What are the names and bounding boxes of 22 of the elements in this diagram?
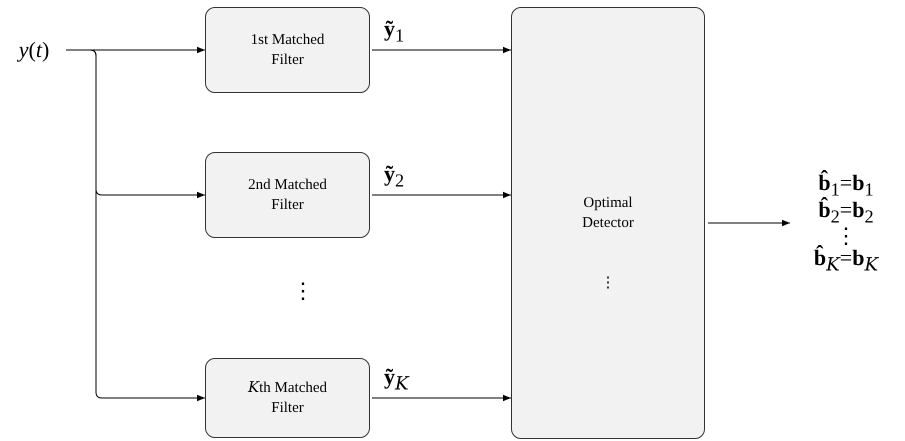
process-box [205,152,370,238]
arrow [708,220,790,226]
process-box [205,358,370,438]
edge-label: ỹ$_{1}$ [384,16,404,46]
math-label: b̂$_{𝐾}$=b$_{𝐾}$ [814,247,878,274]
arrow [372,46,512,54]
process-box [205,7,370,93]
edge-label: ỹ$_{2}$ [384,161,404,192]
box-label: Optimal Detector [581,194,635,233]
math-label: b̂$_{2}$=b$_{2}$ [818,198,874,226]
box-label: 1st Matched Filter [250,30,326,70]
ellipsis-text: ⋮ [835,225,857,248]
box-label: 𝐾th Matched Filter [246,378,328,418]
math-label: y(t) [18,39,50,61]
arrow [66,50,206,402]
edge-label: ỹ$_{𝐾}$ [384,364,409,394]
arrow [372,192,512,198]
box-label: 2nd Matched Filter [247,176,328,215]
arrow [372,394,512,402]
ellipsis-text: ⋮ [600,274,616,294]
process-box [511,7,705,439]
ellipsis-text: ⋮ [292,278,314,304]
